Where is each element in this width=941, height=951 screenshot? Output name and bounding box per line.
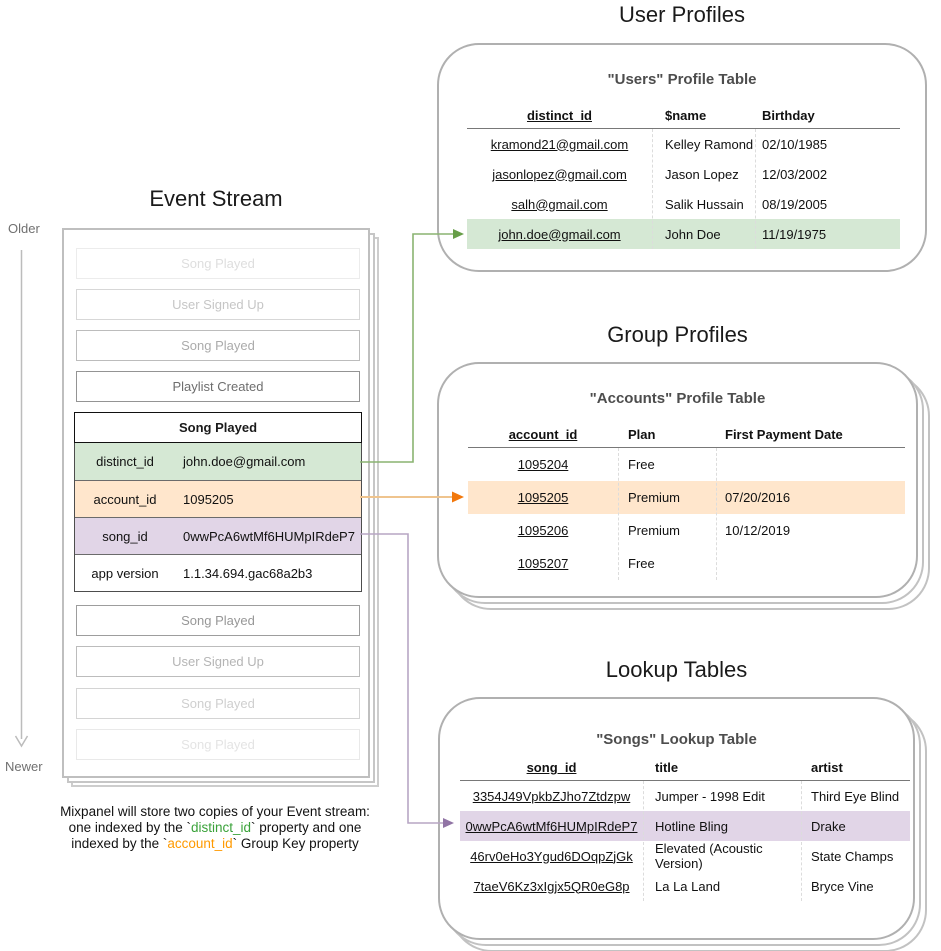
- column-header: distinct_id: [526, 108, 592, 123]
- property-key: account_id: [93, 491, 157, 507]
- column-divider: [643, 781, 644, 901]
- user-profiles-card: "Users" Profile Table distinct_id $name …: [437, 43, 927, 272]
- property-key: app version: [91, 565, 159, 581]
- column-header: First Payment Date: [725, 427, 843, 442]
- caption-line-2: one indexed by the `distinct_id` propert…: [68, 820, 362, 835]
- event-box: Song Played: [76, 688, 360, 719]
- property-key: song_id: [102, 528, 148, 544]
- column-divider: [755, 129, 756, 249]
- table-row: 46rv0eHo3Ygud6DOqpZjGk Elevated (Acousti…: [470, 841, 894, 871]
- event-box: Song Played: [76, 729, 360, 760]
- event-property-row-song-id: song_id 0wwPcA6wtMf6HUMpIRdeP7: [75, 517, 361, 554]
- column-header: $name: [665, 108, 707, 123]
- caption-line-3: indexed by the `account_id` Group Key pr…: [71, 836, 359, 851]
- users-table-title: "Users" Profile Table: [607, 71, 757, 88]
- event-box: User Signed Up: [76, 646, 360, 677]
- table-row: jasonlopez@gmail.com Jason Lopez 12/03/2…: [492, 166, 828, 182]
- event-box: Song Played: [76, 605, 360, 636]
- table-row: 3354J49VpkbZJho7Ztdzpw Jumper - 1998 Edi…: [472, 788, 900, 804]
- table-row: 7taeV6Kz3xIgjx5QR0eG8p La La Land Bryce …: [473, 878, 874, 894]
- accounts-table-header: account_id Plan First Payment Date: [468, 422, 905, 448]
- lookup-tables-title: Lookup Tables: [605, 657, 748, 682]
- column-divider: [652, 129, 653, 249]
- timeline-arrowhead: [14, 735, 29, 748]
- expanded-event-properties: distinct_id john.doe@gmail.com account_i…: [74, 443, 362, 592]
- songs-table: song_id title artist 3354J49VpkbZJho7Ztd…: [460, 755, 910, 901]
- property-value: 1095205: [183, 491, 234, 507]
- column-header: Plan: [628, 427, 656, 442]
- table-row: salh@gmail.com Salik Hussain 08/19/2005: [511, 196, 828, 212]
- user-profiles-title: User Profiles: [619, 2, 745, 27]
- distinct-id-code: distinct_id: [190, 820, 252, 835]
- column-divider: [618, 448, 619, 580]
- event-property-row-account-id: account_id 1095205: [75, 480, 361, 517]
- table-row: kramond21@gmail.com Kelley Ramond 02/10/…: [490, 136, 828, 152]
- event-stream-container: Song Played User Signed Up Song Played P…: [62, 228, 370, 778]
- expanded-event: Song Played distinct_id john.doe@gmail.c…: [74, 412, 362, 592]
- users-table: distinct_id $name Birthday kramond21@gma…: [467, 103, 900, 249]
- column-header: artist: [811, 760, 843, 775]
- lookup-tables-card: "Songs" Lookup Table song_id title artis…: [438, 697, 915, 940]
- property-key: distinct_id: [96, 454, 154, 469]
- table-row: 1095206 Premium 10/12/2019: [517, 523, 791, 538]
- event-stream-title: Event Stream: [149, 186, 283, 211]
- accounts-table: account_id Plan First Payment Date 10952…: [468, 422, 905, 580]
- accounts-table-title: "Accounts" Profile Table: [589, 390, 766, 407]
- event-box: Playlist Created: [76, 371, 360, 402]
- column-header: song_id: [526, 760, 577, 775]
- column-divider: [716, 448, 717, 580]
- event-box: User Signed Up: [76, 289, 360, 320]
- property-value: 1.1.34.694.gac68a2b3: [183, 565, 313, 581]
- table-row-highlighted: 0wwPcA6wtMf6HUMpIRdeP7 Hotline Bling Dra…: [460, 811, 910, 841]
- songs-table-header: song_id title artist: [460, 755, 910, 781]
- column-header: Birthday: [762, 108, 815, 123]
- table-row-highlighted: john.doe@gmail.com John Doe 11/19/1975: [467, 219, 900, 249]
- expanded-event-title: Song Played: [74, 412, 362, 443]
- column-divider: [801, 781, 802, 901]
- event-box: Song Played: [76, 330, 360, 361]
- event-box: Song Played: [76, 248, 360, 279]
- table-row-highlighted: 1095205 Premium 07/20/2016: [468, 481, 905, 514]
- users-table-header: distinct_id $name Birthday: [467, 103, 900, 129]
- table-row: 1095204 Free: [517, 457, 655, 472]
- timeline-newer-label: Newer: [5, 759, 43, 774]
- event-property-row-distinct-id: distinct_id john.doe@gmail.com: [75, 443, 361, 480]
- column-header: title: [655, 760, 679, 775]
- group-profiles-card: "Accounts" Profile Table account_id Plan…: [437, 362, 918, 598]
- account-id-code: account_id: [167, 836, 233, 851]
- caption: Mixpanel will store two copies of your E…: [20, 804, 410, 852]
- table-row: 1095207 Free: [517, 556, 655, 571]
- timeline-older-label: Older: [8, 221, 40, 236]
- property-value: 0wwPcA6wtMf6HUMpIRdeP7: [183, 528, 355, 544]
- group-profiles-title: Group Profiles: [607, 322, 748, 347]
- songs-table-title: "Songs" Lookup Table: [596, 731, 757, 748]
- property-value: john.doe@gmail.com: [183, 454, 306, 469]
- event-property-row-app-version: app version 1.1.34.694.gac68a2b3: [75, 554, 361, 591]
- caption-line-1: Mixpanel will store two copies of your E…: [60, 804, 370, 819]
- column-header: account_id: [508, 427, 578, 442]
